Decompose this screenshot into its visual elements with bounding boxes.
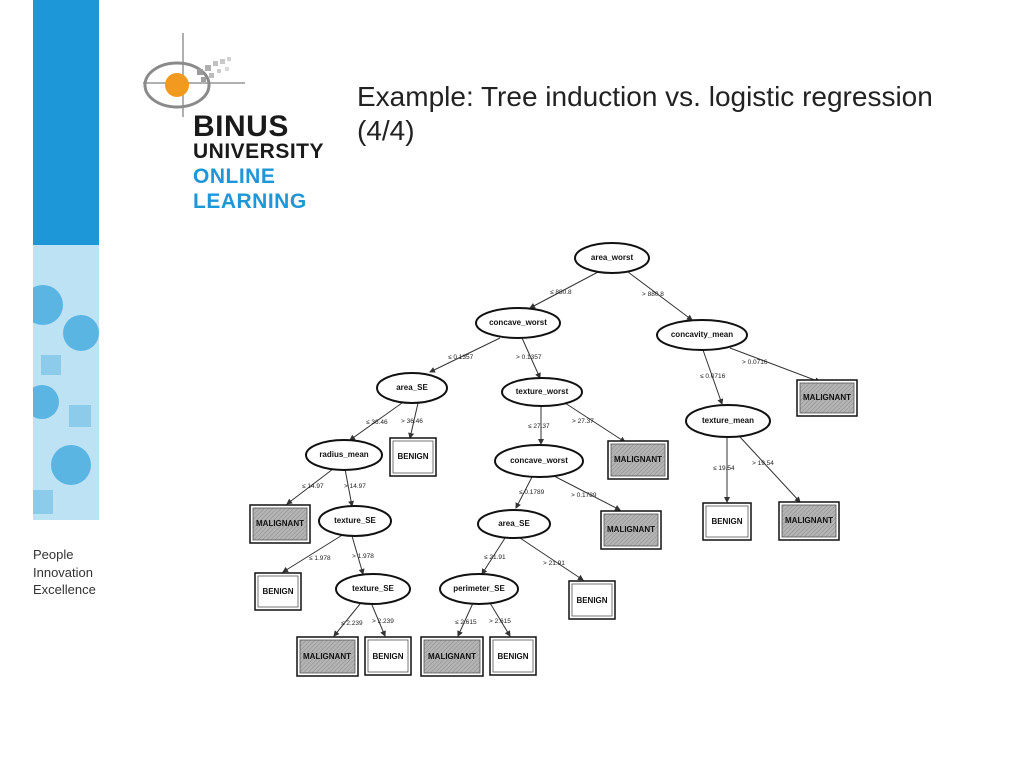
- logo-text-online: ONLINE: [193, 165, 276, 188]
- binus-logo: BINUS UNIVERSITY ONLINE LEARNING: [135, 25, 335, 225]
- svg-text:concave_worst: concave_worst: [489, 318, 547, 327]
- edge-label: ≤ 0.1357: [448, 354, 474, 361]
- edge-label: ≤ 19.54: [713, 465, 735, 472]
- leaf-benign: BENIGN: [702, 502, 752, 541]
- edge-label: > 0.1789: [571, 492, 597, 499]
- tree-node: texture_SE: [335, 573, 411, 605]
- leaf-benign: BENIGN: [568, 580, 616, 620]
- edge-label: > 2.239: [372, 618, 394, 625]
- leaf-benign: BENIGN: [389, 437, 437, 477]
- strip-solid-band: [33, 0, 99, 245]
- leaf-malignant: MALIGNANT: [249, 504, 311, 544]
- tree-node: area_worst: [574, 242, 650, 274]
- svg-text:texture_worst: texture_worst: [516, 387, 569, 396]
- edge-label: > 36.46: [401, 418, 423, 425]
- leaf-malignant: MALIGNANT: [607, 440, 669, 480]
- edge-label: > 0.1357: [516, 354, 542, 361]
- svg-text:texture_SE: texture_SE: [334, 516, 376, 525]
- svg-text:area_SE: area_SE: [498, 519, 530, 528]
- edge-label: ≤ 0.1789: [519, 489, 545, 496]
- edge-label: ≤ 1.978: [309, 555, 331, 562]
- tree-node: perimeter_SE: [439, 573, 519, 605]
- svg-text:MALIGNANT: MALIGNANT: [785, 516, 833, 525]
- tree-node: concave_worst: [494, 444, 584, 478]
- edge-label: ≤ 27.37: [528, 423, 550, 430]
- leaf-malignant: MALIGNANT: [778, 501, 840, 541]
- svg-text:perimeter_SE: perimeter_SE: [453, 584, 505, 593]
- svg-text:concave_worst: concave_worst: [510, 456, 568, 465]
- tagline-line: Innovation: [33, 564, 93, 580]
- svg-text:BENIGN: BENIGN: [372, 652, 403, 661]
- edge-label: > 1.978: [352, 553, 374, 560]
- leaf-benign: BENIGN: [254, 572, 302, 611]
- slide-title: Example: Tree induction vs. logistic reg…: [357, 81, 933, 146]
- logo-mark-icon: [143, 33, 245, 117]
- leaf-malignant: MALIGNANT: [796, 379, 858, 417]
- svg-text:BENIGN: BENIGN: [497, 652, 528, 661]
- edge-label: ≤ 2.615: [455, 619, 477, 626]
- edge-label: ≤ 21.91: [484, 554, 506, 561]
- svg-text:MALIGNANT: MALIGNANT: [614, 455, 662, 464]
- tree-node: area_SE: [376, 372, 448, 404]
- edge-label: > 27.37: [572, 418, 594, 425]
- tree-node: texture_worst: [501, 377, 583, 407]
- leaf-malignant: MALIGNANT: [420, 636, 484, 677]
- svg-text:MALIGNANT: MALIGNANT: [428, 652, 476, 661]
- edge-label: > 21.91: [543, 560, 565, 567]
- tree-node: concavity_mean: [656, 319, 748, 351]
- svg-text:concavity_mean: concavity_mean: [671, 330, 733, 339]
- edge-label: ≤ 14.97: [302, 483, 324, 490]
- logo-text-university: UNIVERSITY: [193, 140, 325, 163]
- leaf-benign: BENIGN: [489, 636, 537, 676]
- tree-node: texture_mean: [685, 404, 771, 438]
- logo-text-learning: LEARNING: [193, 190, 307, 213]
- edge-label: > 2.615: [489, 618, 511, 625]
- edge-label: ≤ 880.8: [550, 289, 572, 296]
- svg-text:BENIGN: BENIGN: [576, 596, 607, 605]
- svg-text:radius_mean: radius_mean: [319, 450, 368, 459]
- tree-node: radius_mean: [305, 439, 383, 471]
- tagline-line: Excellence: [33, 582, 96, 597]
- svg-text:BENIGN: BENIGN: [397, 452, 428, 461]
- tree-node: concave_worst: [475, 307, 561, 339]
- tree-node: texture_SE: [318, 505, 392, 537]
- svg-text:BENIGN: BENIGN: [711, 517, 742, 526]
- svg-text:MALIGNANT: MALIGNANT: [803, 393, 851, 402]
- svg-text:texture_SE: texture_SE: [352, 584, 394, 593]
- svg-text:BENIGN: BENIGN: [262, 587, 293, 596]
- svg-text:area_SE: area_SE: [396, 383, 428, 392]
- leaf-malignant: MALIGNANT: [600, 510, 662, 550]
- svg-text:area_worst: area_worst: [591, 253, 634, 262]
- svg-text:texture_mean: texture_mean: [702, 416, 754, 425]
- leaf-benign: BENIGN: [364, 636, 412, 676]
- edge-label: > 880.8: [642, 291, 664, 298]
- strip-pattern-band: [33, 245, 99, 520]
- tagline-line: People: [33, 547, 74, 562]
- edge-label: > 0.0716: [742, 359, 768, 366]
- tagline: People Innovation Excellence: [33, 546, 96, 599]
- logo-text-binus: BINUS: [193, 110, 289, 143]
- edge-label: ≤ 2.239: [341, 620, 363, 627]
- leaf-malignant: MALIGNANT: [296, 636, 359, 677]
- svg-text:MALIGNANT: MALIGNANT: [607, 525, 655, 534]
- edge-label: ≤ 0.0716: [700, 373, 726, 380]
- svg-text:MALIGNANT: MALIGNANT: [303, 652, 351, 661]
- decorative-strip: [33, 0, 99, 520]
- svg-text:MALIGNANT: MALIGNANT: [256, 519, 304, 528]
- edge-label: > 19.54: [752, 460, 774, 467]
- edge-label: > 14.97: [344, 483, 366, 490]
- tree-node: area_SE: [477, 509, 551, 539]
- edge-label: ≤ 36.46: [366, 419, 388, 426]
